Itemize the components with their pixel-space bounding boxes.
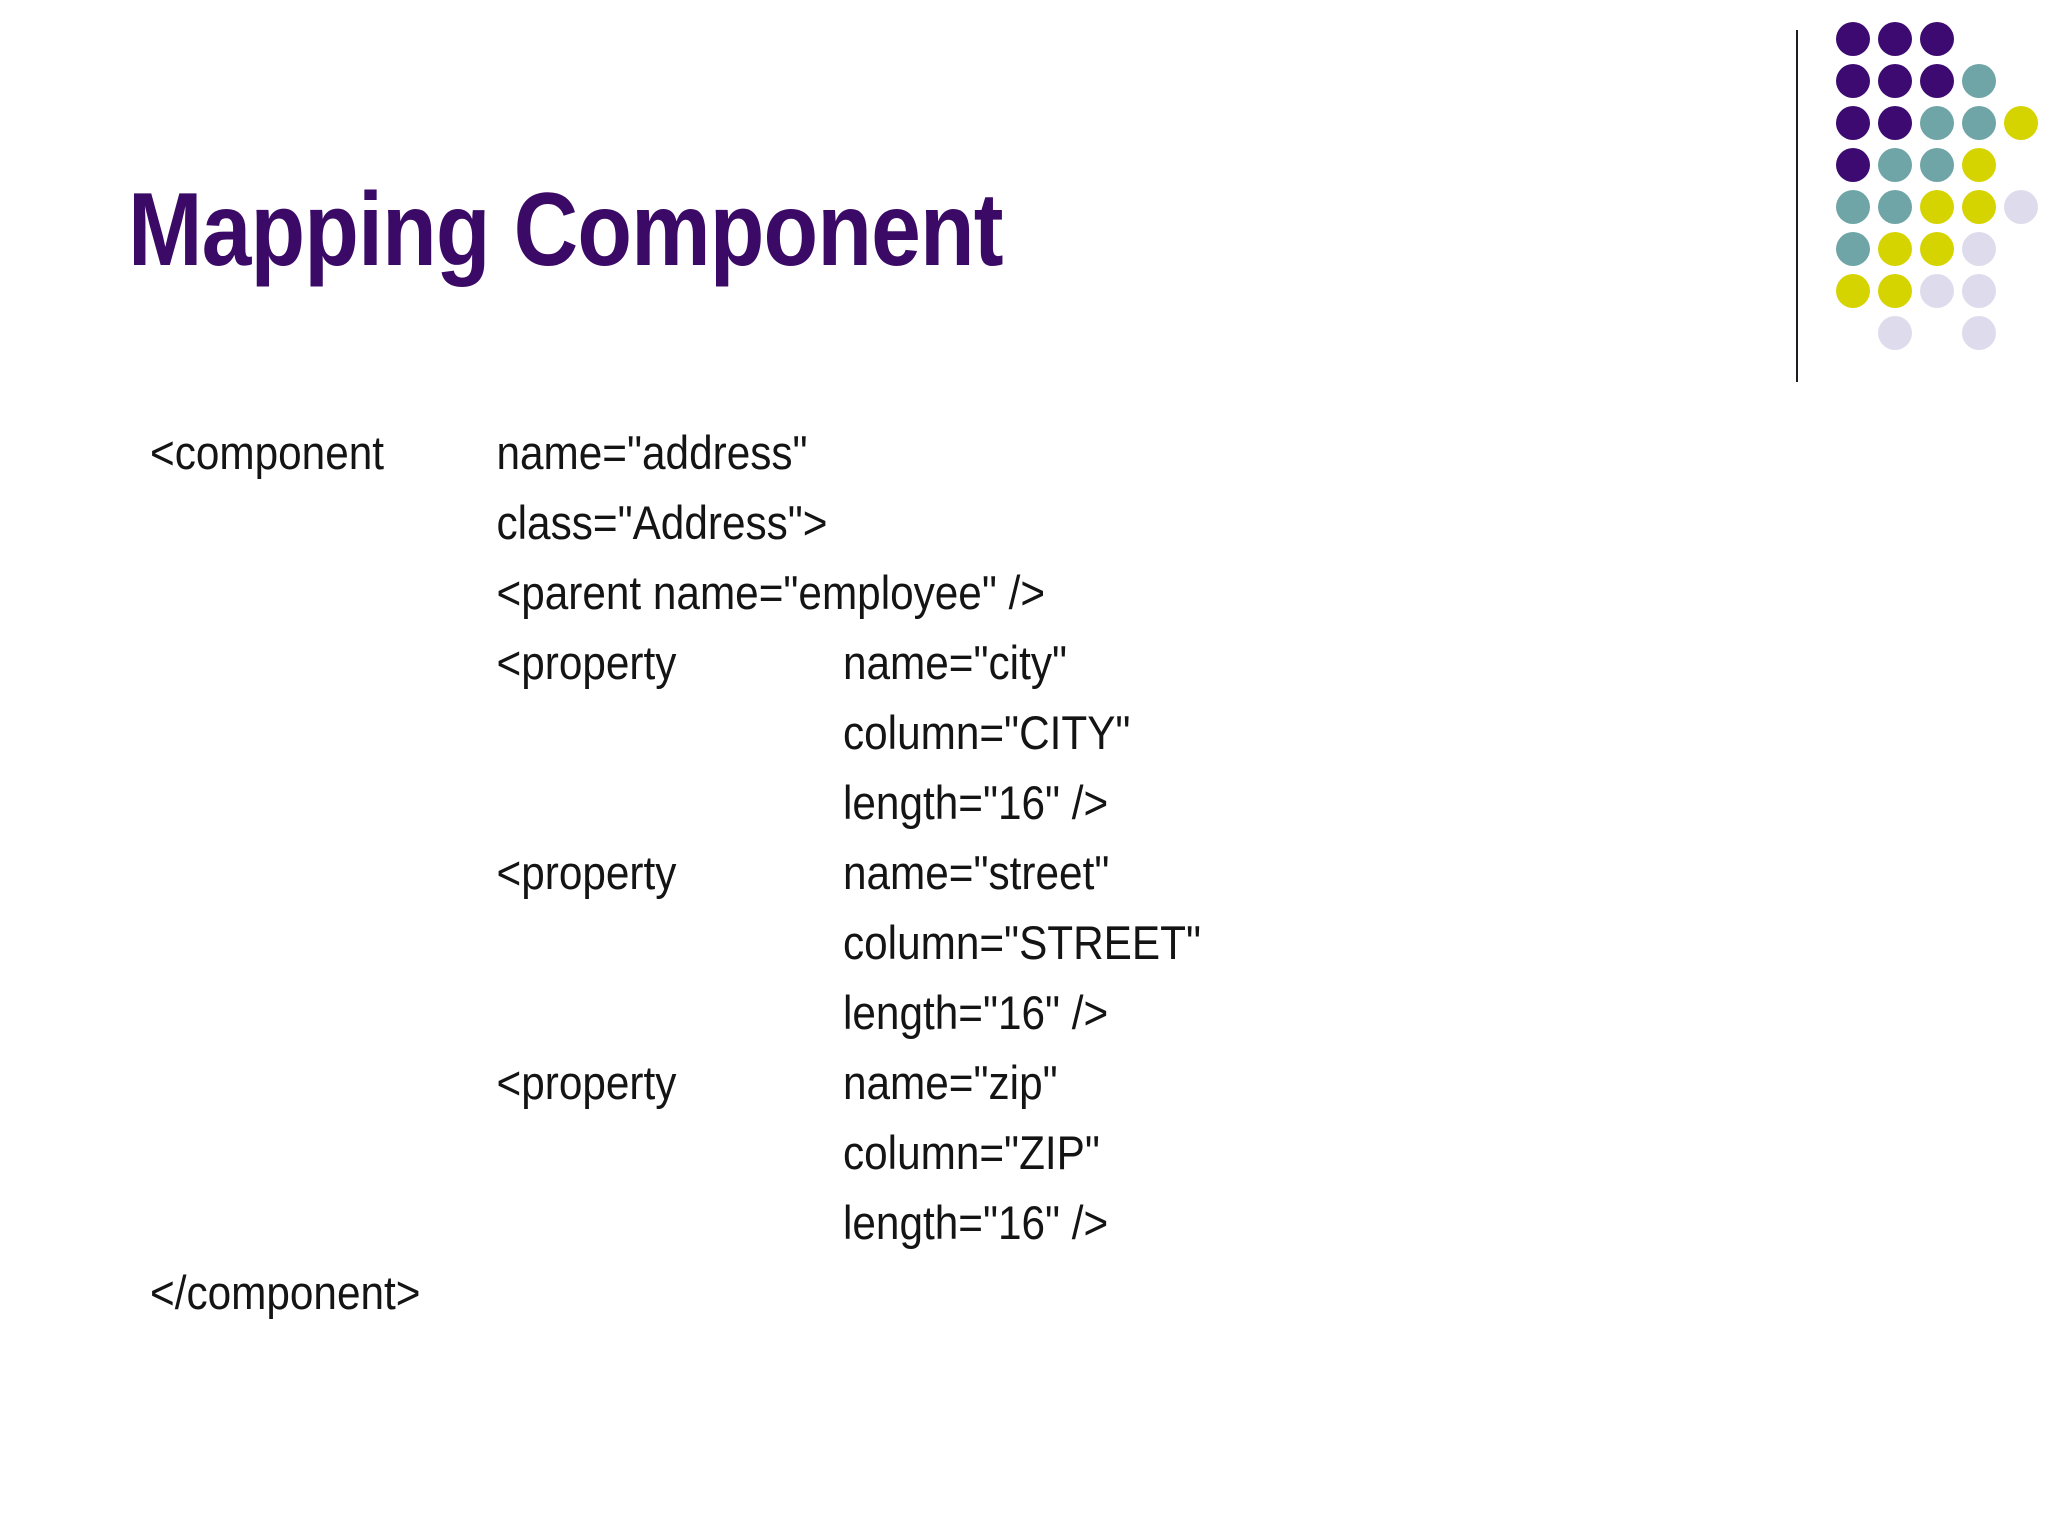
code-block: <component name="address" class="Address"… bbox=[150, 418, 1201, 1328]
dot-yellow bbox=[1920, 232, 1954, 266]
code-attribute: column="STREET" bbox=[843, 916, 1201, 969]
code-attribute: name="zip" bbox=[843, 1056, 1058, 1109]
code-attribute: name="address" bbox=[496, 426, 808, 479]
dot-teal bbox=[1878, 190, 1912, 224]
code-indent bbox=[150, 978, 497, 1048]
code-indent bbox=[150, 698, 497, 768]
dot-row bbox=[1836, 106, 2046, 148]
dot-yellow bbox=[1962, 190, 1996, 224]
dot-teal bbox=[1836, 232, 1870, 266]
code-attribute: name="city" bbox=[843, 636, 1068, 689]
code-indent bbox=[150, 908, 497, 978]
code-line: </component> bbox=[150, 1258, 1201, 1328]
code-tag: <component bbox=[150, 426, 384, 479]
dot-yellow bbox=[1878, 232, 1912, 266]
code-line: length="16" /> bbox=[150, 978, 1201, 1048]
page-title: Mapping Component bbox=[128, 172, 1004, 288]
dot-purple bbox=[1836, 106, 1870, 140]
dot-purple bbox=[1878, 64, 1912, 98]
code-indent bbox=[150, 768, 497, 838]
dot-row bbox=[1836, 148, 2046, 190]
dot-spacer bbox=[1836, 316, 1870, 350]
dot-purple bbox=[1878, 22, 1912, 56]
code-tag: </component> bbox=[150, 1266, 421, 1319]
code-indent bbox=[150, 558, 497, 628]
code-indent bbox=[150, 1188, 497, 1258]
dot-teal bbox=[1920, 148, 1954, 182]
code-indent bbox=[150, 628, 497, 698]
dot-grid bbox=[1836, 22, 2046, 358]
code-attribute: class="Address"> bbox=[496, 496, 828, 549]
code-attribute: length="16" /> bbox=[843, 1196, 1109, 1249]
dot-row bbox=[1836, 232, 2046, 274]
dot-lavender bbox=[1962, 274, 1996, 308]
code-indent bbox=[497, 908, 844, 978]
dot-yellow bbox=[2004, 106, 2038, 140]
dot-row bbox=[1836, 190, 2046, 232]
dot-purple bbox=[1920, 22, 1954, 56]
dot-teal bbox=[1962, 106, 1996, 140]
dot-yellow bbox=[1920, 190, 1954, 224]
code-line: <component name="address" bbox=[150, 418, 1201, 488]
code-line: <property name="city" bbox=[150, 628, 1201, 698]
dot-purple bbox=[1920, 64, 1954, 98]
dot-lavender bbox=[1878, 316, 1912, 350]
code-line: length="16" /> bbox=[150, 768, 1201, 838]
dot-purple bbox=[1836, 22, 1870, 56]
dot-teal bbox=[1920, 106, 1954, 140]
code-tag: <property bbox=[496, 636, 677, 689]
code-indent bbox=[150, 1048, 497, 1118]
dot-grid-logo bbox=[1796, 22, 2048, 382]
dot-row bbox=[1836, 22, 2046, 64]
dot-yellow bbox=[1962, 148, 1996, 182]
code-attribute: length="16" /> bbox=[843, 776, 1109, 829]
dot-yellow bbox=[1836, 274, 1870, 308]
code-line: column="STREET" bbox=[150, 908, 1201, 978]
code-line: <property name="street" bbox=[150, 838, 1201, 908]
code-indent bbox=[497, 1118, 844, 1188]
code-line: class="Address"> bbox=[150, 488, 1201, 558]
code-indent bbox=[150, 488, 497, 558]
code-indent bbox=[497, 978, 844, 1048]
dot-yellow bbox=[1878, 274, 1912, 308]
code-line: <property name="zip" bbox=[150, 1048, 1201, 1118]
dot-lavender bbox=[2004, 190, 2038, 224]
dot-purple bbox=[1836, 64, 1870, 98]
code-indent bbox=[497, 698, 844, 768]
dot-lavender bbox=[1962, 316, 1996, 350]
dot-row bbox=[1836, 316, 2046, 358]
code-tag: <property bbox=[496, 1056, 677, 1109]
code-attribute: <parent name="employee" /> bbox=[496, 566, 1046, 619]
dot-row bbox=[1836, 274, 2046, 316]
dot-teal bbox=[1836, 190, 1870, 224]
code-indent bbox=[150, 838, 497, 908]
dot-spacer bbox=[1920, 316, 1954, 350]
vertical-rule-divider bbox=[1796, 30, 1798, 382]
dot-row bbox=[1836, 64, 2046, 106]
code-attribute: name="street" bbox=[843, 846, 1110, 899]
code-attribute: column="CITY" bbox=[843, 706, 1131, 759]
code-indent bbox=[497, 768, 844, 838]
dot-lavender bbox=[1962, 232, 1996, 266]
code-line: column="ZIP" bbox=[150, 1118, 1201, 1188]
code-attribute: column="ZIP" bbox=[843, 1126, 1100, 1179]
code-line: column="CITY" bbox=[150, 698, 1201, 768]
code-tag: <property bbox=[496, 846, 677, 899]
code-line: length="16" /> bbox=[150, 1188, 1201, 1258]
code-indent bbox=[150, 1118, 497, 1188]
dot-lavender bbox=[1920, 274, 1954, 308]
code-indent bbox=[497, 1188, 844, 1258]
dot-purple bbox=[1836, 148, 1870, 182]
dot-teal bbox=[1878, 148, 1912, 182]
code-line: <parent name="employee" /> bbox=[150, 558, 1201, 628]
dot-teal bbox=[1962, 64, 1996, 98]
code-attribute: length="16" /> bbox=[843, 986, 1109, 1039]
dot-purple bbox=[1878, 106, 1912, 140]
